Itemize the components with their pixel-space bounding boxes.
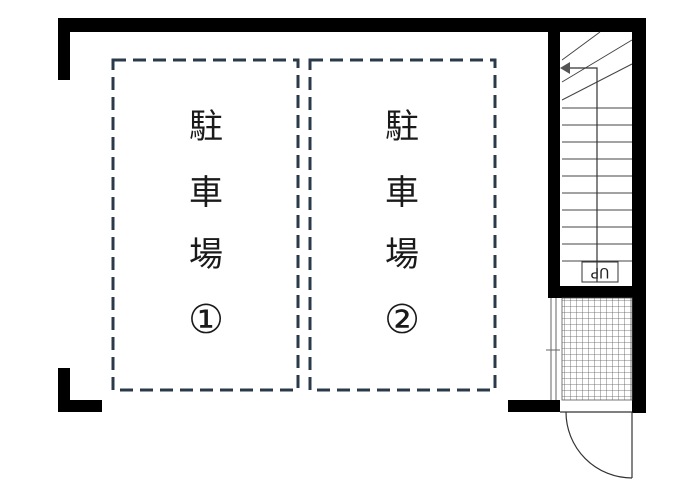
entrance-tile bbox=[561, 297, 633, 401]
stair-walk-line bbox=[568, 67, 598, 282]
parking-space-1-outline bbox=[111, 58, 300, 392]
wall-bottom-right bbox=[508, 400, 560, 412]
wall-left-upper bbox=[58, 18, 70, 80]
staircase bbox=[560, 31, 633, 283]
parking-2-char-1: 駐 bbox=[385, 107, 419, 147]
wall-right bbox=[632, 18, 646, 413]
entrance-opening bbox=[546, 298, 560, 400]
tile-floor bbox=[561, 297, 633, 401]
door-swing-icon bbox=[565, 411, 633, 479]
stair-wall-bottom bbox=[548, 286, 646, 298]
parking-2-number: ② bbox=[384, 297, 420, 343]
stair-wall-left bbox=[548, 18, 560, 298]
parking-spaces bbox=[111, 58, 497, 392]
wall-top bbox=[58, 18, 646, 32]
parking-1-number: ① bbox=[188, 297, 224, 343]
stair-winder bbox=[561, 31, 601, 61]
parking-1-char-3: 場 bbox=[189, 235, 223, 275]
stair-up-box bbox=[581, 261, 619, 283]
exterior-walls bbox=[58, 18, 646, 413]
parking-2-char-3: 場 bbox=[385, 235, 419, 275]
parking-2-char-2: 車 bbox=[385, 173, 419, 213]
parking-1-char-1: 駐 bbox=[189, 107, 223, 147]
parking-space-2-outline bbox=[308, 58, 497, 392]
door bbox=[560, 411, 633, 479]
parking-1-char-2: 車 bbox=[189, 173, 223, 213]
stair-arrow-icon bbox=[560, 62, 570, 74]
stair-winder bbox=[561, 39, 633, 83]
wall-bottom-left bbox=[58, 400, 102, 412]
stair-up-label: UP bbox=[590, 264, 610, 280]
